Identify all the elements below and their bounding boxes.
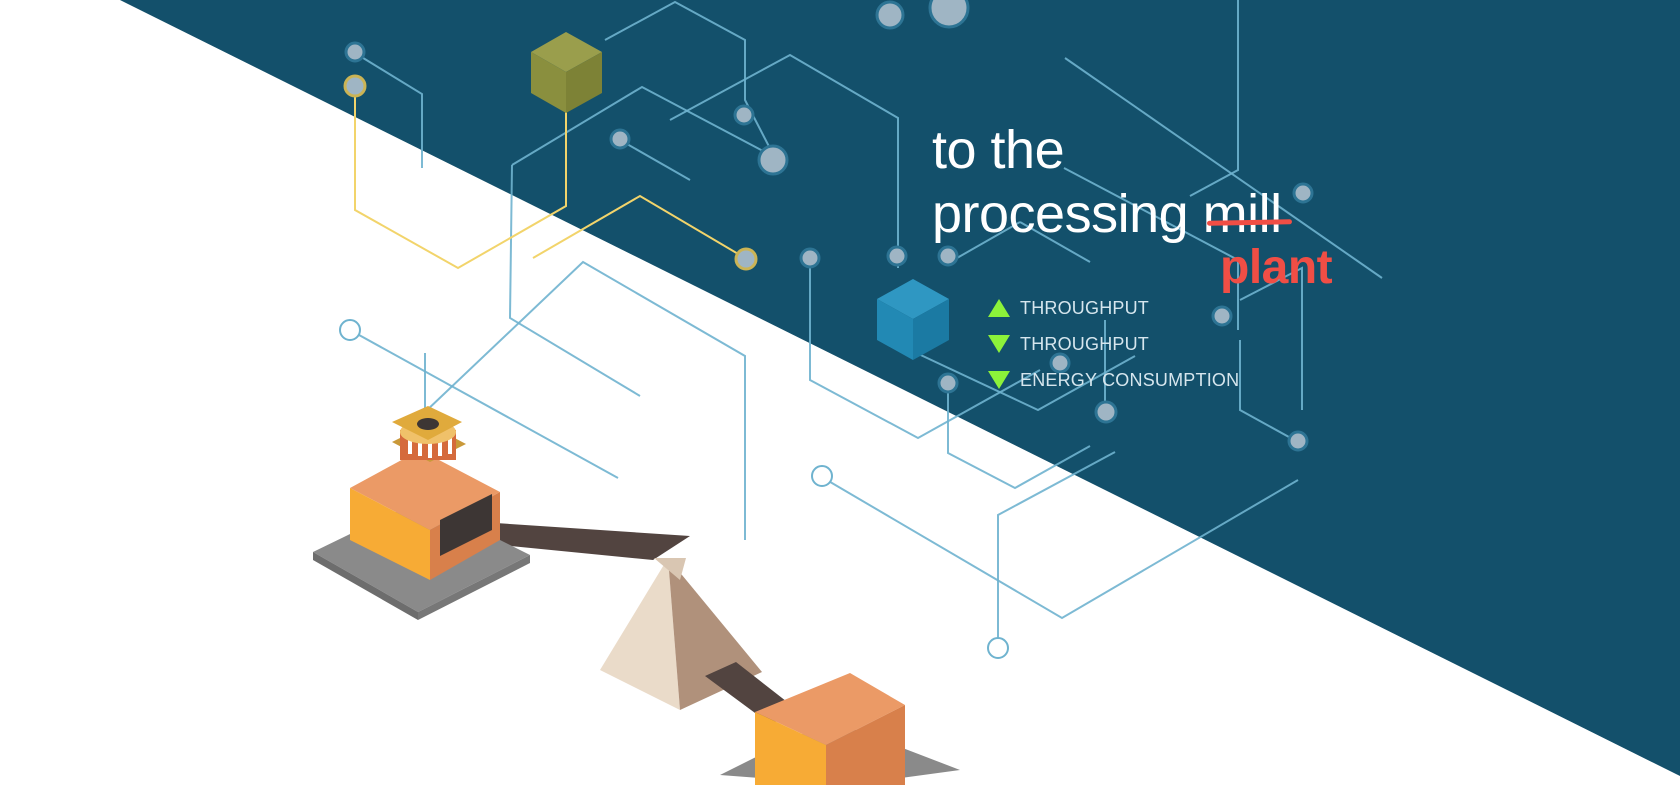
arrow-down-icon <box>988 371 1010 389</box>
headline-line-1: to the <box>932 120 1065 180</box>
metrics-list: THROUGHPUT THROUGHPUT ENERGY CONSUMPTION <box>988 290 1239 398</box>
dark-panel-background <box>120 0 1680 776</box>
replacement-word: plant <box>1220 241 1333 294</box>
struck-word-text: mill <box>1202 184 1282 244</box>
crusher-station <box>313 406 530 620</box>
network-nodes <box>344 0 1314 452</box>
struck-word: mill <box>1202 182 1292 246</box>
arrow-down-icon <box>988 335 1010 353</box>
headline: to the processing mill <box>932 118 1292 246</box>
hollow-nodes <box>339 319 1009 659</box>
arrow-up-icon <box>988 299 1010 317</box>
metric-item: ENERGY CONSUMPTION <box>988 362 1239 398</box>
headline-prefix: processing <box>932 184 1203 244</box>
metric-label: THROUGHPUT <box>1020 297 1149 318</box>
olive-cube <box>531 32 602 113</box>
blue-cube <box>877 279 949 360</box>
headline-line-2: processing mill <box>932 182 1292 246</box>
metric-label: THROUGHPUT <box>1020 333 1149 354</box>
metric-item: THROUGHPUT <box>988 290 1239 326</box>
conveyor-belt <box>450 520 690 560</box>
crusher-station-2 <box>720 673 960 785</box>
yellow-nodes <box>343 74 758 271</box>
yellow-lines <box>354 86 746 270</box>
network-lines <box>349 0 1383 648</box>
metric-item: THROUGHPUT <box>988 326 1239 362</box>
metric-label: ENERGY CONSUMPTION <box>1020 369 1240 390</box>
